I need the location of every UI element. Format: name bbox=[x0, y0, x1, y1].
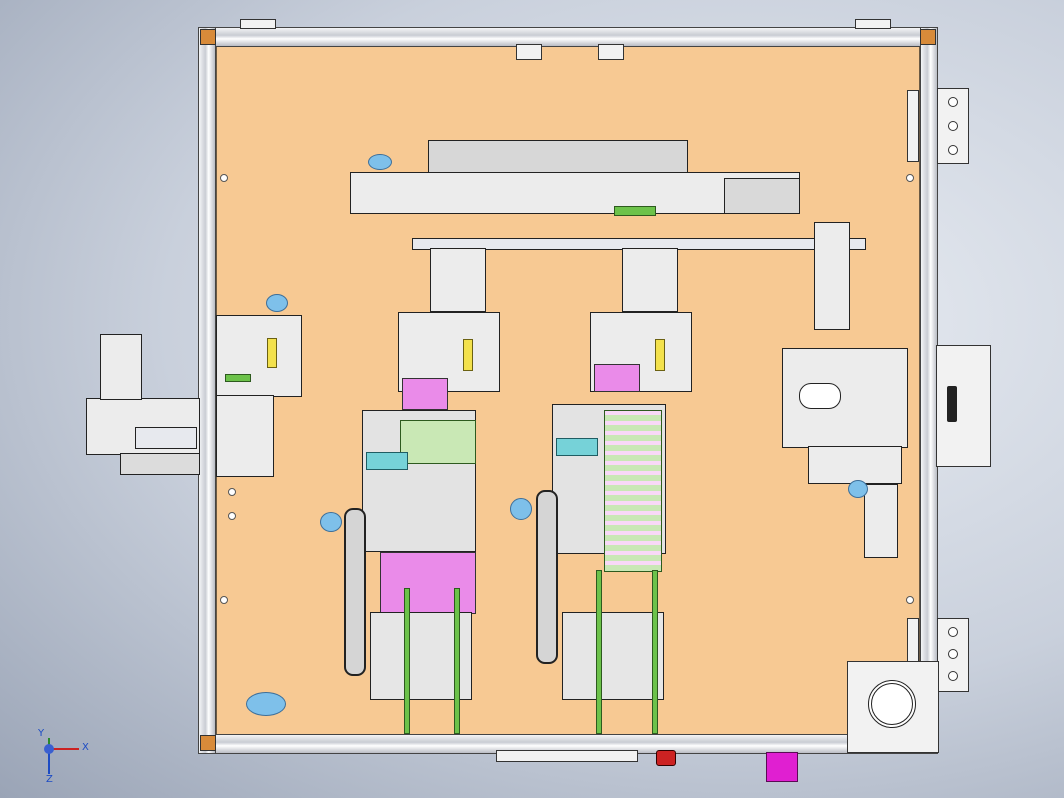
right-cylinder[interactable] bbox=[864, 484, 898, 558]
plate-screw-4 bbox=[906, 596, 914, 604]
right-slot-top[interactable] bbox=[907, 90, 919, 162]
power-connector[interactable] bbox=[766, 752, 798, 782]
y-axis-label: Y bbox=[38, 728, 45, 739]
right-tray-base[interactable] bbox=[808, 446, 902, 484]
mount-hole-4 bbox=[510, 498, 532, 520]
foot-top-1[interactable] bbox=[240, 19, 276, 29]
top-clamp-1[interactable] bbox=[516, 44, 542, 60]
station-a-green-plate[interactable] bbox=[400, 420, 476, 464]
plate-screw-1 bbox=[220, 174, 228, 182]
mount-hole-6 bbox=[848, 480, 868, 498]
motor-housing[interactable] bbox=[847, 661, 939, 753]
plate-screw-3 bbox=[220, 596, 228, 604]
corner-bracket-bl[interactable] bbox=[200, 735, 216, 751]
left-station-lower[interactable] bbox=[216, 395, 274, 477]
station-b-vertical-slide[interactable] bbox=[622, 248, 678, 312]
right-gripper-station[interactable] bbox=[782, 348, 908, 448]
gantry-motor[interactable] bbox=[724, 178, 800, 214]
station-b-lower[interactable] bbox=[562, 612, 664, 700]
station-a-pink-mid[interactable] bbox=[380, 552, 476, 614]
frame-left-rail[interactable] bbox=[198, 27, 216, 754]
latch-icon[interactable] bbox=[947, 386, 957, 422]
right-bracket-top[interactable] bbox=[937, 88, 969, 164]
foot-top-2[interactable] bbox=[855, 19, 891, 29]
station-a-guide-left[interactable] bbox=[404, 588, 410, 734]
left-feeder-base[interactable] bbox=[120, 453, 200, 475]
x-axis-label: X bbox=[82, 742, 89, 753]
corner-bracket-tr[interactable] bbox=[920, 29, 936, 45]
plate-screw-2 bbox=[906, 174, 914, 182]
station-b-comb-plate[interactable] bbox=[604, 410, 662, 572]
left-feeder-module[interactable] bbox=[86, 398, 200, 455]
z-axis-arrow bbox=[48, 748, 50, 774]
bottom-terminal-strip[interactable] bbox=[496, 750, 638, 762]
cable-chain[interactable] bbox=[428, 140, 688, 176]
plate-screw-5 bbox=[228, 488, 236, 496]
station-a-wheel[interactable] bbox=[344, 508, 366, 676]
station-b-wheel[interactable] bbox=[536, 490, 558, 664]
station-a-vertical-slide[interactable] bbox=[430, 248, 486, 312]
left-feeder-head[interactable] bbox=[100, 334, 142, 400]
station-b-guide-left[interactable] bbox=[596, 570, 602, 734]
mount-hole-1 bbox=[368, 154, 392, 170]
gripper-jaw-icon bbox=[799, 383, 841, 409]
station-a-pink-block[interactable] bbox=[402, 378, 448, 410]
x-axis-arrow bbox=[49, 748, 79, 750]
mount-hole-5 bbox=[246, 692, 286, 716]
red-connector[interactable] bbox=[656, 750, 676, 766]
mount-hole-3 bbox=[320, 512, 342, 532]
plate-screw-6 bbox=[228, 512, 236, 520]
axis-triad[interactable]: X Y Z bbox=[38, 728, 96, 786]
station-a-guide-right[interactable] bbox=[454, 588, 460, 734]
mount-hole-2 bbox=[266, 294, 288, 312]
station-b-guide-right[interactable] bbox=[652, 570, 658, 734]
triad-origin bbox=[44, 744, 54, 754]
corner-bracket-tl[interactable] bbox=[200, 29, 216, 45]
motor-shaft-icon bbox=[868, 680, 916, 728]
z-axis-label: Z bbox=[46, 774, 53, 785]
right-vertical-actuator[interactable] bbox=[814, 222, 850, 330]
top-clamp-2[interactable] bbox=[598, 44, 624, 60]
station-b-teal-block[interactable] bbox=[556, 438, 598, 456]
station-a-teal-block[interactable] bbox=[366, 452, 408, 470]
left-station[interactable] bbox=[216, 315, 302, 397]
gantry-sensor[interactable] bbox=[614, 206, 656, 216]
right-bracket-bottom[interactable] bbox=[937, 618, 969, 692]
station-b-pink-block[interactable] bbox=[594, 364, 640, 392]
frame-top-rail[interactable] bbox=[198, 27, 938, 47]
right-bracket-mid[interactable] bbox=[936, 345, 991, 467]
